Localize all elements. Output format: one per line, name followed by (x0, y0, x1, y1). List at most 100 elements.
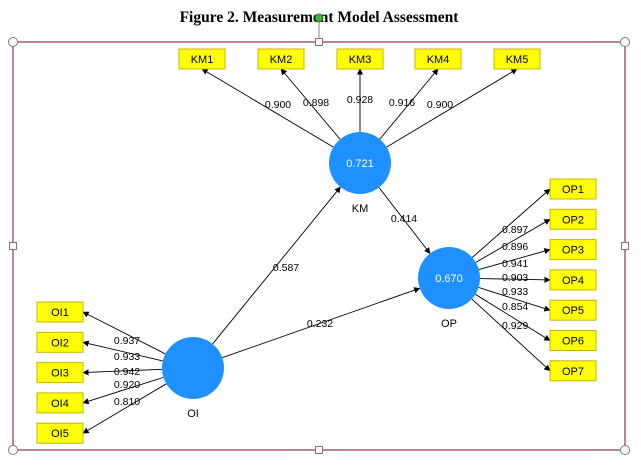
construct-circle (418, 247, 480, 309)
indicator-box (549, 208, 597, 230)
indicator-box (178, 48, 226, 70)
indicator-box (493, 48, 541, 70)
loading-value: 0.810 (114, 396, 140, 408)
loading-arrow (479, 276, 551, 283)
construct-oi[interactable]: OI (162, 337, 224, 420)
path-oi-km (212, 186, 341, 345)
loading-arrow (478, 286, 551, 312)
loading-arrow (471, 188, 551, 258)
resize-handle[interactable] (8, 445, 18, 455)
construct-name: OI (187, 408, 199, 420)
indicator-label: OP1 (562, 184, 584, 196)
indicator-box (36, 362, 84, 384)
loading-arrow (82, 383, 167, 434)
indicator-box (257, 48, 305, 70)
indicator-label: OP6 (562, 336, 584, 348)
loading-value: 0.937 (114, 335, 140, 347)
indicator-label: OP4 (562, 275, 584, 287)
loading-value: 0.933 (502, 286, 528, 298)
indicator-box (549, 178, 597, 200)
loading-value: 0.916 (389, 97, 415, 109)
loading-value: 0.896 (502, 241, 528, 253)
loading-arrow (280, 68, 341, 140)
indicator-label: KM5 (506, 54, 529, 66)
loading-value: 0.900 (265, 99, 291, 111)
loading-value: 0.929 (502, 320, 528, 332)
loading-arrow (82, 376, 164, 405)
indicator-box (549, 269, 597, 291)
loading-arrow (478, 248, 551, 271)
loading-value: 0.942 (114, 366, 140, 378)
path-km-op (378, 187, 431, 254)
resize-handle[interactable] (315, 38, 323, 46)
resize-handle[interactable] (315, 446, 323, 454)
loading-value: 0.941 (502, 258, 528, 270)
indicator-label: OI4 (51, 398, 69, 410)
indicator-km5[interactable]: KM5 (493, 48, 541, 70)
resize-handle[interactable] (620, 445, 630, 455)
loading-arrow (379, 68, 439, 140)
loading-arrow (82, 368, 163, 376)
indicator-box (36, 301, 84, 323)
construct-circle (162, 337, 224, 399)
indicator-km3[interactable]: KM3 (336, 48, 384, 70)
resize-handle[interactable] (620, 37, 630, 47)
indicator-box (36, 422, 84, 444)
indicator-box (549, 360, 597, 382)
indicator-label: OP2 (562, 214, 584, 226)
indicator-km4[interactable]: KM4 (414, 48, 462, 70)
indicator-box (36, 392, 84, 414)
indicator-box (549, 299, 597, 321)
indicator-op1[interactable]: OP1 (549, 178, 597, 200)
loading-value: 0.898 (303, 97, 329, 109)
construct-circle (329, 132, 391, 194)
resize-handle[interactable] (8, 37, 18, 47)
loading-arrow (475, 218, 551, 263)
indicator-op2[interactable]: OP2 (549, 208, 597, 230)
loading-value: 0.920 (114, 379, 140, 391)
indicator-op5[interactable]: OP5 (549, 299, 597, 321)
indicator-box (549, 330, 597, 351)
indicator-oi5[interactable]: OI5 (36, 422, 84, 444)
loading-arrow (82, 311, 166, 355)
loading-arrow (386, 68, 518, 148)
indicator-label: OI2 (51, 337, 69, 349)
indicator-box (414, 48, 462, 70)
indicator-label: OI1 (51, 307, 69, 319)
loading-value: 0.903 (502, 272, 528, 284)
indicator-box (336, 48, 384, 70)
indicator-km1[interactable]: KM1 (178, 48, 226, 70)
indicator-label: KM1 (191, 54, 214, 66)
loading-value: 0.928 (347, 94, 373, 106)
indicator-label: KM2 (270, 54, 293, 66)
resize-handle[interactable] (9, 242, 17, 250)
loading-arrow (201, 68, 334, 148)
indicator-oi3[interactable]: OI3 (36, 362, 84, 384)
construct-r2: 0.721 (346, 158, 374, 170)
indicator-label: OP7 (562, 366, 584, 378)
indicator-op6[interactable]: OP6 (549, 330, 597, 351)
loading-arrow (471, 298, 551, 372)
indicator-op7[interactable]: OP7 (549, 360, 597, 382)
path-coefficient: 0.414 (391, 213, 417, 225)
rotate-handle[interactable] (314, 13, 324, 23)
indicator-label: KM4 (427, 54, 450, 66)
indicator-label: OP5 (562, 305, 584, 317)
resize-handle[interactable] (621, 242, 629, 250)
construct-name: OP (441, 318, 457, 330)
indicator-op4[interactable]: OP4 (549, 269, 597, 291)
indicator-label: OI5 (51, 428, 69, 440)
construct-r2: 0.670 (435, 273, 463, 285)
indicator-op3[interactable]: OP3 (549, 239, 597, 261)
indicator-oi4[interactable]: OI4 (36, 392, 84, 414)
indicator-label: OP3 (562, 245, 584, 257)
indicator-box (549, 239, 597, 261)
indicator-km2[interactable]: KM2 (257, 48, 305, 70)
indicator-oi1[interactable]: OI1 (36, 301, 84, 323)
path-coefficient: 0.232 (307, 318, 333, 330)
construct-name: KM (352, 203, 369, 215)
indicator-oi2[interactable]: OI2 (36, 331, 84, 353)
